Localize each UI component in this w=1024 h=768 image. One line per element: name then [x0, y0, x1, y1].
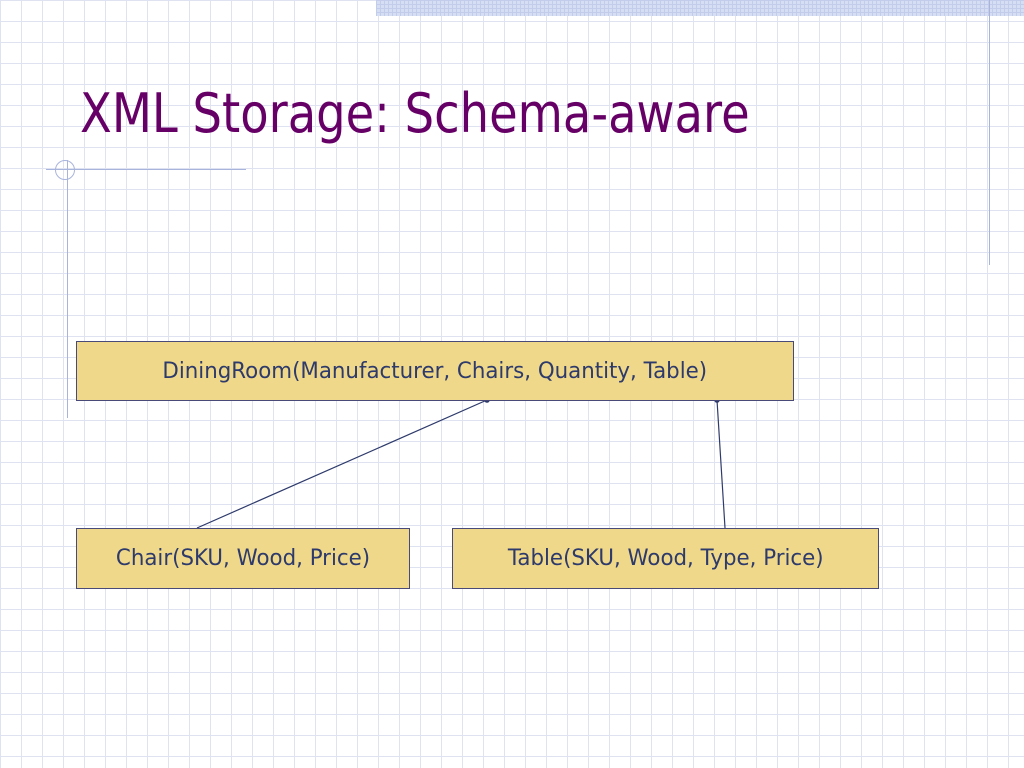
decorative-title-underline	[46, 169, 246, 170]
decorative-top-band	[376, 0, 1024, 16]
chair-entity-box: Chair(SKU, Wood, Price)	[76, 528, 410, 589]
table-entity-box: Table(SKU, Wood, Type, Price)	[452, 528, 879, 589]
dining-room-entity-box: DiningRoom(Manufacturer, Chairs, Quantit…	[76, 341, 794, 401]
chair-entity-label: Chair(SKU, Wood, Price)	[115, 546, 371, 571]
decorative-title-circle	[55, 160, 75, 180]
slide-title: XML Storage: Schema-aware	[80, 82, 750, 145]
decorative-left-line	[67, 160, 68, 418]
table-entity-label: Table(SKU, Wood, Type, Price)	[507, 546, 824, 571]
connector-table-to-dining	[716, 399, 726, 529]
dining-room-entity-label: DiningRoom(Manufacturer, Chairs, Quantit…	[162, 358, 708, 384]
decorative-right-line	[989, 0, 990, 265]
connector-chair-to-dining	[196, 399, 488, 529]
